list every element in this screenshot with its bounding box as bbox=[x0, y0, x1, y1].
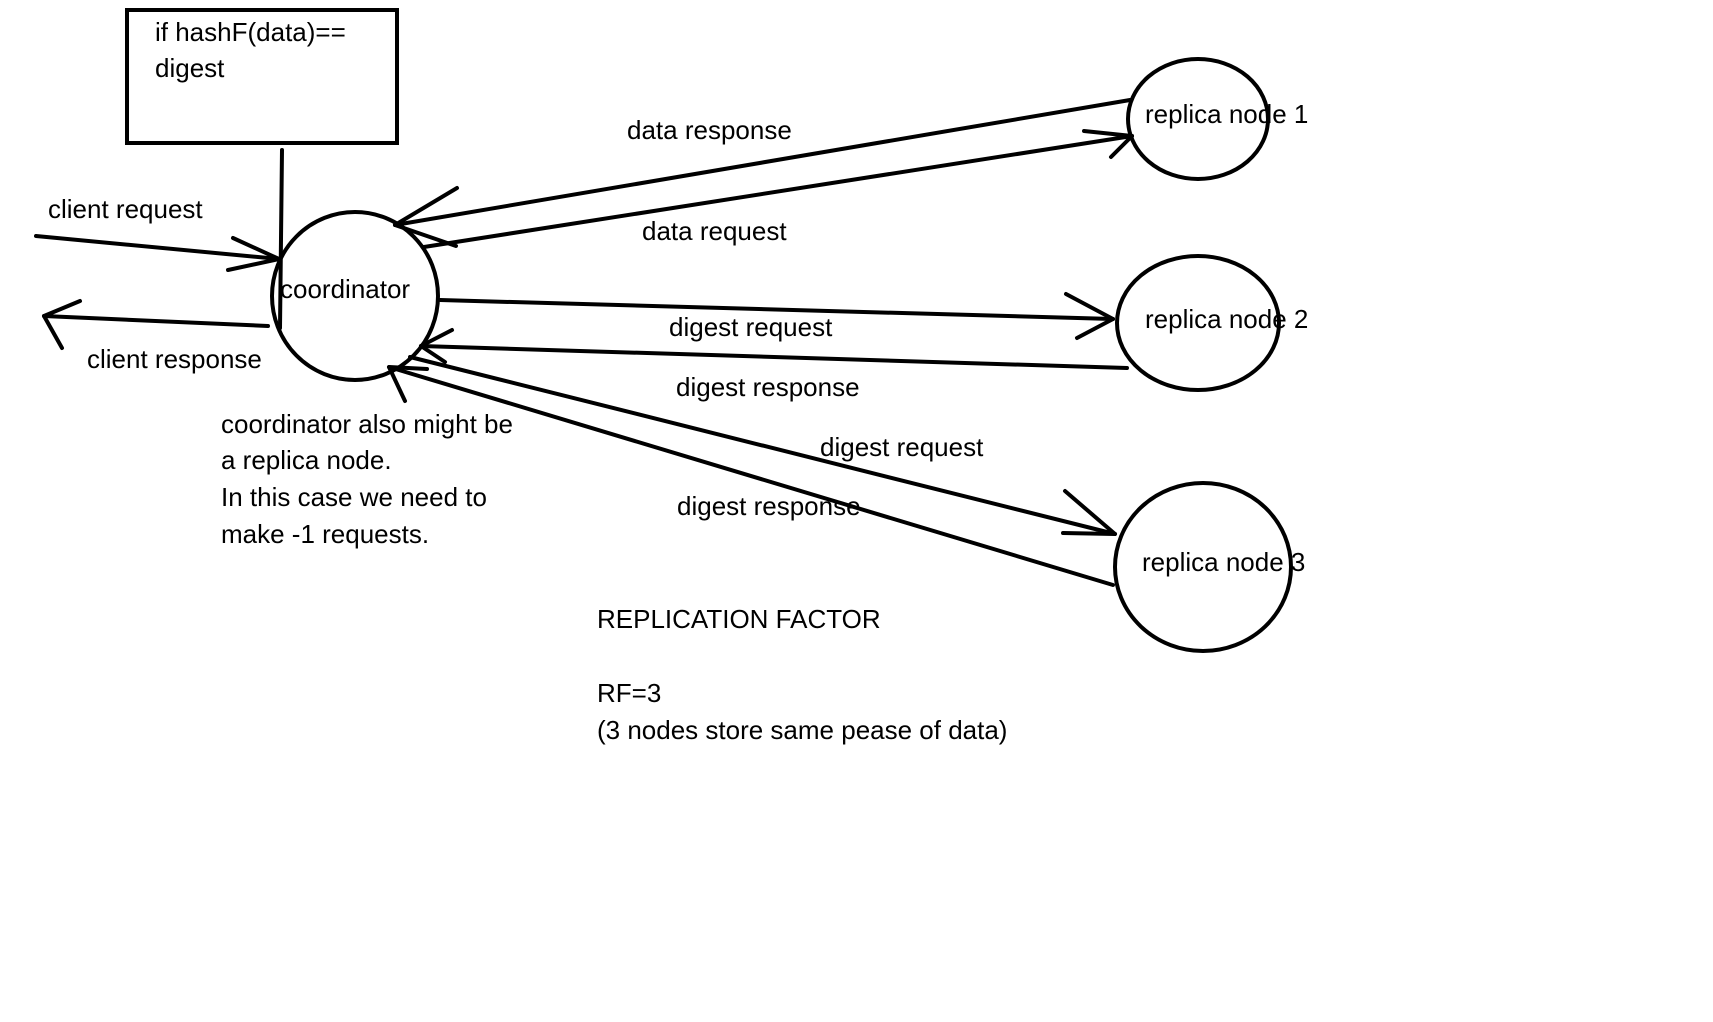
coordinator-node: coordinator bbox=[270, 210, 440, 382]
data-request-arrow bbox=[422, 129, 1134, 249]
box-connector bbox=[278, 148, 284, 330]
coordinator-label: coordinator bbox=[280, 274, 410, 304]
replication-rf: RF=3 bbox=[597, 678, 661, 708]
condition-line-2: digest bbox=[155, 53, 225, 83]
condition-box: if hashF(data)== digest bbox=[125, 8, 399, 145]
client-request-arrow bbox=[34, 234, 281, 272]
replica-node-1-label: replica node 1 bbox=[1145, 99, 1308, 129]
note-line-2: a replica node. bbox=[221, 445, 392, 475]
replication-heading: REPLICATION FACTOR bbox=[597, 604, 881, 634]
replica-node-2: replica node 2 bbox=[1115, 254, 1308, 392]
condition-line-1: if hashF(data)== bbox=[155, 17, 346, 47]
replica-node-2-label: replica node 2 bbox=[1145, 304, 1308, 334]
replica-node-3-label: replica node 3 bbox=[1142, 547, 1305, 577]
coordinator-note: coordinator also might be a replica node… bbox=[221, 409, 513, 549]
digest-response-3-arrow bbox=[387, 365, 1115, 587]
data-request-label: data request bbox=[642, 216, 787, 246]
digest-response-2-label: digest response bbox=[676, 372, 860, 402]
note-line-3: In this case we need to bbox=[221, 482, 487, 512]
data-response-arrow bbox=[393, 98, 1132, 248]
replication-factor-block: REPLICATION FACTOR RF=3 (3 nodes store s… bbox=[597, 604, 1007, 745]
note-line-1: coordinator also might be bbox=[221, 409, 513, 439]
note-line-4: make -1 requests. bbox=[221, 519, 429, 549]
client-response-arrow bbox=[42, 299, 270, 350]
digest-request-3-label: digest request bbox=[820, 432, 984, 462]
digest-request-2-label: digest request bbox=[669, 312, 833, 342]
digest-request-2-arrow bbox=[438, 292, 1115, 340]
replication-description: (3 nodes store same pease of data) bbox=[597, 715, 1007, 745]
client-response-label: client response bbox=[87, 344, 262, 374]
digest-response-3-label: digest response bbox=[677, 491, 861, 521]
replica-node-3: replica node 3 bbox=[1113, 481, 1305, 653]
client-request-label: client request bbox=[48, 194, 203, 224]
digest-request-3-arrow bbox=[408, 355, 1117, 536]
data-response-label: data response bbox=[627, 115, 792, 145]
replica-node-1: replica node 1 bbox=[1126, 57, 1308, 181]
digest-response-2-arrow bbox=[419, 328, 1129, 370]
